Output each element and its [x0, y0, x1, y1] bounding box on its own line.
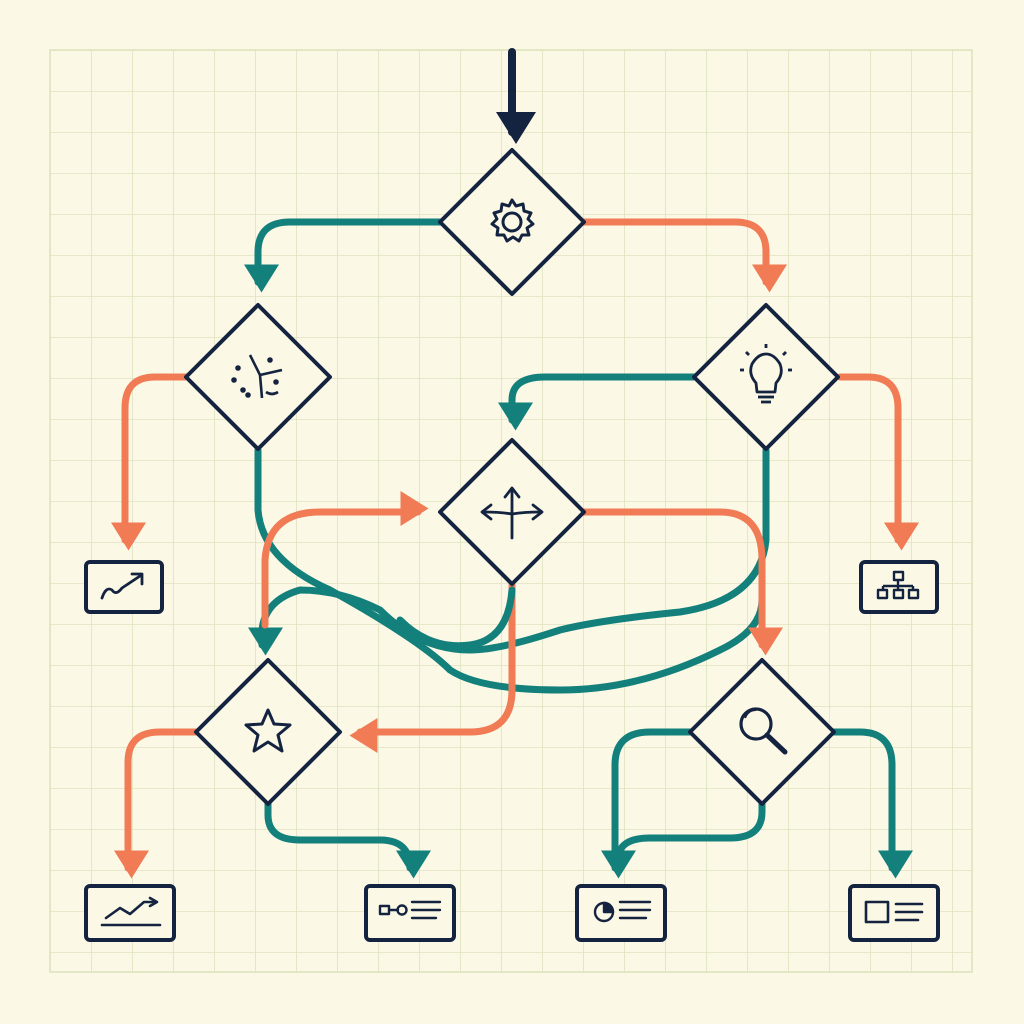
- edge-search-to-image-list-card: [826, 728, 913, 879]
- split-arrows-icon: [480, 486, 544, 540]
- edge-search-to-pie-list-card: [601, 728, 699, 879]
- left-node[interactable]: [184, 303, 332, 451]
- lightbulb-icon: [740, 344, 792, 404]
- gear-icon: [490, 198, 535, 243]
- star-icon: [244, 708, 292, 753]
- node-list-icon: [378, 900, 442, 920]
- image-list-card[interactable]: [848, 884, 940, 942]
- edge-star-to-line-chart-card: [114, 728, 204, 879]
- edge-right-to-star: [248, 446, 770, 656]
- pie-list-icon: [593, 900, 652, 923]
- edge-center-to-star: [349, 581, 516, 753]
- pie-list-card[interactable]: [575, 884, 667, 942]
- trend-card-left[interactable]: [84, 560, 164, 614]
- image-list-icon: [864, 900, 924, 924]
- star-node[interactable]: [194, 658, 342, 806]
- center-node[interactable]: [438, 438, 586, 586]
- edge-start-to-right: [578, 218, 787, 293]
- magnifier-icon: [739, 707, 788, 755]
- edge-left-to-search: [254, 446, 766, 694]
- edge-star-to-node-list-card: [264, 796, 431, 879]
- edge-center-teal-loop: [396, 586, 516, 650]
- edge-center-to-search: [578, 508, 783, 656]
- trend-up-icon: [100, 572, 144, 600]
- hierarchy-card[interactable]: [859, 560, 939, 614]
- start-node[interactable]: [438, 148, 586, 296]
- edge-right-to-center: [498, 373, 698, 431]
- edge-left-to-trend-card: [111, 373, 190, 551]
- edge-right-to-hierarchy-card: [836, 373, 919, 551]
- node-list-card[interactable]: [364, 884, 456, 942]
- line-chart-card[interactable]: [84, 884, 176, 942]
- edge-start-to-left: [244, 218, 446, 293]
- line-chart-icon: [100, 896, 162, 927]
- right-node[interactable]: [692, 303, 840, 451]
- org-chart-icon: [876, 570, 920, 600]
- edge-search-to-pie-list-card-2: [614, 796, 766, 864]
- search-node[interactable]: [688, 658, 836, 806]
- edge-star-to-center: [261, 491, 429, 629]
- scatter-branch-icon: [231, 354, 283, 399]
